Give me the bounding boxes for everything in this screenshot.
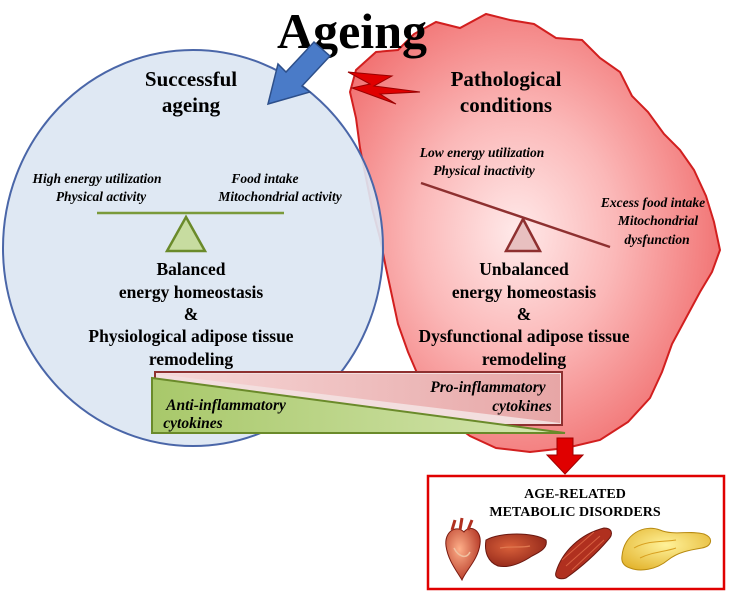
page-title: Ageing (277, 3, 427, 59)
disorders-title-1: AGE-RELATED (524, 487, 626, 502)
pathological-region (348, 12, 722, 454)
pathological-heading-1: Pathological (451, 67, 562, 91)
successful-body-1: Balanced (156, 259, 225, 279)
pro-inflammatory-wedge (157, 374, 560, 423)
pathological-right-label-3: dysfunction (624, 232, 689, 247)
anti-inflammatory-label-1: Anti-inflammatory (165, 397, 286, 414)
pro-inflammatory-label-1: Pro-inflammatory (430, 379, 546, 396)
disorders-title-2: METABOLIC DISORDERS (489, 505, 660, 520)
liver-icon (485, 533, 547, 567)
heart-icon (445, 517, 481, 582)
successful-heading-2: ageing (162, 93, 221, 117)
successful-right-label-1: Food intake (230, 171, 298, 186)
pathological-left-label-1: Low energy utilization (419, 145, 545, 160)
anti-inflammatory-wedge (151, 376, 566, 434)
pancreas-icon (621, 527, 711, 571)
successful-fulcrum-icon (164, 214, 208, 253)
pathological-fulcrum-icon (503, 216, 543, 253)
lightning-icon (347, 71, 421, 105)
pro-inflammatory-label-2: cytokines (492, 398, 551, 415)
pathological-right-label-2: Mitochondrial (617, 213, 699, 228)
blue-arrow-icon (266, 40, 332, 106)
pathological-body-4: Dysfunctional adipose tissue (418, 326, 629, 346)
pathological-heading-2: conditions (460, 93, 552, 117)
red-down-arrow-icon (545, 437, 585, 475)
anti-inflammatory-label-2: cytokines (163, 415, 222, 432)
pathological-right-label-1: Excess food intake (600, 195, 705, 210)
successful-heading-1: Successful (145, 67, 237, 91)
pathological-balance-beam (420, 181, 611, 249)
successful-body-2: energy homeostasis (119, 282, 264, 302)
pathological-body-2: energy homeostasis (452, 282, 597, 302)
pathological-body-5: remodeling (482, 349, 567, 369)
successful-body-3: & (184, 304, 199, 324)
pathological-body-1: Unbalanced (479, 259, 569, 279)
successful-left-label-1: High energy utilization (31, 171, 161, 186)
pathological-left-label-2: Physical inactivity (433, 163, 536, 178)
successful-left-label-2: Physical activity (56, 189, 147, 204)
successful-body-4: Physiological adipose tissue (88, 326, 293, 346)
successful-right-label-2: Mitochondrial activity (217, 189, 342, 204)
successful-body-5: remodeling (149, 349, 234, 369)
pathological-body-3: & (517, 304, 532, 324)
muscle-icon (555, 527, 612, 580)
